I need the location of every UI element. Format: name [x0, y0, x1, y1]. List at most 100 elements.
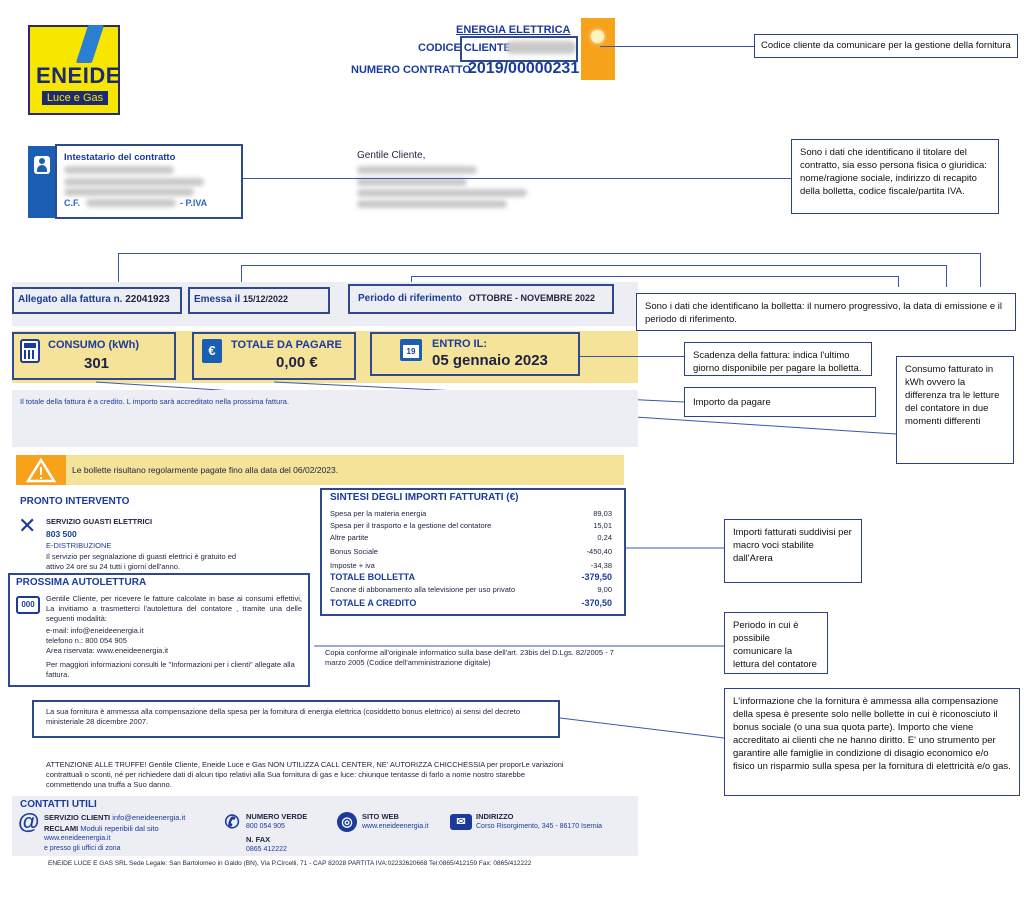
sintesi-row-imposte: Imposte + iva-34,38: [330, 560, 612, 570]
autolettura-phone: telefono n.: 800 054 905: [46, 636, 127, 645]
pronto-number: 803 500: [46, 529, 77, 539]
holder-piva-label: - P.IVA: [180, 198, 208, 208]
reclami-text: Moduli reperibili dal sito: [80, 824, 159, 833]
consumption-box: [12, 332, 176, 380]
sintesi-box: [320, 488, 626, 616]
invoice-info-band: [12, 282, 638, 326]
indirizzo: Corso Risorgimento, 345 - 86170 Isernia: [476, 823, 603, 830]
annotation-client-code: Codice cliente da comunicare per la gest…: [754, 34, 1018, 58]
numero-verde[interactable]: 800 054 905: [246, 823, 285, 830]
holder-title: Intestatario del contratto: [64, 152, 176, 163]
pronto-service: SERVIZIO GUASTI ELETTRICI: [46, 517, 153, 526]
mail-icon: ✉: [450, 814, 472, 830]
issued-label: Emessa il: [194, 294, 241, 305]
credit-note-band: [12, 390, 638, 447]
credit-note: Il totale della fattura è a credito. L i…: [20, 397, 290, 406]
client-code-highlight: [460, 36, 578, 62]
fax-label: N. FAX: [246, 835, 271, 844]
autolettura-p1: Gentile Cliente, per ricevere le fatture…: [46, 594, 302, 623]
person-icon: [34, 156, 50, 174]
indirizzo-label: INDIRIZZO: [476, 812, 514, 821]
euro-icon: €: [202, 339, 222, 363]
bonus-note-box: [32, 700, 560, 738]
holder-icon-tab: [28, 146, 56, 218]
autolettura-box: [8, 573, 310, 687]
warning-band: [16, 455, 624, 485]
contacts-title: CONTATTI UTILI: [20, 799, 97, 810]
autolettura-title: PROSSIMA AUTOLETTURA: [16, 577, 147, 588]
autolettura-area: Area riservata: www.eneideenergia.it: [46, 646, 169, 655]
calendar-day: 19: [403, 345, 419, 358]
scam-warning: ATTENZIONE ALLE TRUFFE! Gentile Cliente,…: [46, 760, 564, 789]
annotation-bonus: L'informazione che la fornitura è ammess…: [724, 688, 1020, 796]
due-date-box: [370, 332, 580, 376]
annotation-sintesi: Importi fatturati suddivisi per macro vo…: [724, 519, 862, 583]
meter-reading-icon: 000: [16, 596, 40, 614]
attachment-label: Allegato alla fattura n.: [18, 294, 123, 305]
consumption-label: CONSUMO (kWh): [48, 339, 140, 351]
annotation-invoice-data: Sono i dati che identificano la bolletta…: [636, 293, 1016, 331]
pronto-text2: attivo 24 ore su 24 tutti i giorni dell'…: [46, 562, 181, 571]
issued-date: 15/12/2022: [242, 294, 288, 304]
period-label: Periodo di riferimento: [358, 293, 462, 304]
annotation-amount: Importo da pagare: [684, 387, 876, 417]
attachment-box: [12, 287, 182, 314]
contacts-site[interactable]: www.eneideenergia.it: [44, 835, 111, 842]
annotation-autolettura: Periodo in cui è possibile comunicare la…: [724, 612, 828, 674]
due-value: 05 gennaio 2023: [432, 352, 548, 369]
logo-brand-name: ENEIDE: [36, 63, 121, 88]
globe-icon: ◎: [337, 812, 357, 832]
client-code-label: CODICE CLIENTE: [418, 42, 511, 54]
servizio-label: SERVIZIO CLIENTI: [44, 813, 111, 822]
contract-label: NUMERO CONTRATTO: [351, 64, 471, 76]
sintesi-row-canone: Canone di abbonamento alla televisione p…: [330, 584, 612, 594]
total-label: TOTALE DA PAGARE: [231, 339, 342, 351]
total-box: [192, 332, 356, 380]
brand-logo: ENEIDE Luce e Gas: [28, 25, 120, 115]
sintesi-title: SINTESI DEGLI IMPORTI FATTURATI (€): [330, 492, 519, 503]
annotation-consumption: Consumo fatturato in kWh ovvero la diffe…: [896, 356, 1014, 464]
meter-icon: [20, 339, 40, 363]
issue-date-box: [188, 287, 330, 314]
tools-icon: ✕: [18, 513, 37, 538]
autolettura-p2: Per maggiori informazioni consulti le "I…: [46, 660, 295, 679]
sito-label: SITO WEB: [362, 812, 399, 821]
sintesi-row-trasporto: Spesa per il trasporto e la gestione del…: [330, 520, 612, 530]
footer-legal: ENEIDE LUCE E GAS SRL Sede Legale: San B…: [48, 860, 532, 867]
attachment-number: 22041923: [125, 294, 170, 305]
fax-number: 0865 412222: [246, 846, 287, 853]
phone-icon: ✆: [224, 812, 240, 832]
period-box: [348, 284, 614, 314]
period-value: OTTOBRE - NOVEMBRE 2022: [468, 293, 596, 303]
logo-tagline: Luce e Gas: [42, 91, 108, 105]
calendar-icon: 19: [400, 339, 422, 361]
autolettura-email: e-mail: info@eneideenergia.it: [46, 626, 144, 635]
due-label: ENTRO IL:: [432, 338, 487, 350]
pronto-text1: Il servizio per segnalazione di guasti e…: [46, 552, 237, 561]
greeting: Gentile Cliente,: [357, 150, 426, 161]
warning-icon-box: [16, 455, 66, 485]
sintesi-row-totale-bolletta: TOTALE BOLLETTA-379,50: [330, 572, 612, 582]
sito-url[interactable]: www.eneideenergia.it: [362, 823, 429, 830]
client-code-redacted: [506, 41, 576, 54]
contacts-uffici: e presso gli uffici di zona: [44, 845, 121, 852]
pronto-title: PRONTO INTERVENTO: [20, 496, 130, 507]
servizio-email[interactable]: info@eneideenergia.it: [112, 813, 186, 822]
warning-icon: [25, 457, 57, 483]
bonus-note: La sua fornitura è ammessa alla compensa…: [46, 707, 521, 726]
annotation-holder: Sono i dati che identificano il titolare…: [791, 139, 999, 214]
consumption-value: 301: [84, 355, 110, 372]
contacts-band: [12, 796, 638, 856]
sintesi-row-bonus: Bonus Sociale-450,40: [330, 546, 612, 556]
annotation-due-date: Scadenza della fattura: indica l'ultimo …: [684, 342, 872, 376]
supply-type: ENERGIA ELETTRICA: [456, 24, 571, 36]
bulb-icon: [591, 30, 604, 43]
at-icon: @: [18, 809, 40, 834]
total-value: 0,00 €: [276, 354, 318, 371]
copia-conforme: Copia conforme all'originale informatico…: [325, 648, 614, 667]
holder-box: [55, 144, 243, 219]
warning-text: Le bollette risultano regolarmente pagat…: [72, 465, 339, 475]
